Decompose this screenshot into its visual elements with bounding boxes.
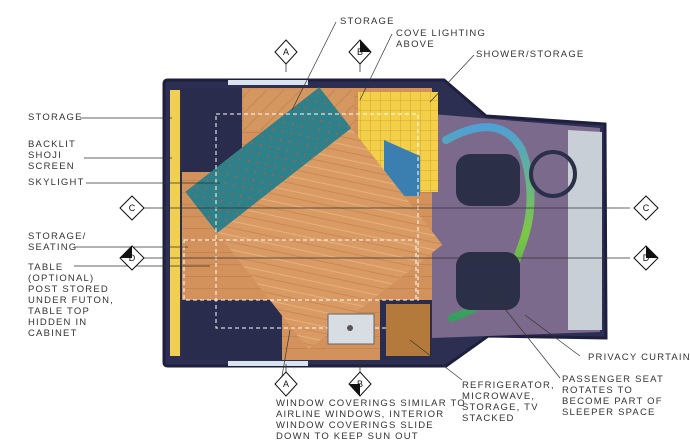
futon-mattress [185, 87, 352, 233]
steering-wheel [529, 150, 577, 198]
backlit-shoji-screen [170, 90, 180, 356]
section-marker-a-bottom: A [274, 371, 298, 397]
svg-text:B: B [357, 379, 363, 389]
label-privacy-curtain: PRIVACY CURTAIN [588, 352, 690, 363]
label-storage-left: STORAGE [28, 112, 83, 123]
futon-wood [216, 126, 443, 350]
label-refrigerator: REFRIGERATOR, MICROWAVE, STORAGE, TV STA… [462, 380, 555, 424]
section-marker-c-right: C [633, 195, 659, 221]
label-shower-storage: SHOWER/STORAGE [476, 49, 585, 60]
window-top [228, 80, 308, 85]
table-outline [215, 113, 419, 329]
svg-text:A: A [283, 47, 289, 57]
label-passenger-seat: PASSENGER SEAT ROTATES TO BECOME PART OF… [562, 374, 664, 418]
window-bottom [228, 361, 308, 366]
svg-text:D: D [643, 253, 650, 263]
refrigerator-cabinet [386, 304, 430, 356]
label-cove-lighting: COVE LIGHTING ABOVE [396, 28, 487, 50]
passenger-seat [456, 252, 520, 310]
label-storage-seating: STORAGE/ SEATING [28, 231, 87, 253]
section-marker-b-bottom: B [348, 371, 372, 397]
section-marker-d-right: D [633, 245, 659, 271]
svg-text:C: C [643, 203, 650, 213]
label-backlit-shoji-screen: BACKLIT SHOJI SCREEN [28, 139, 76, 172]
section-marker-b-top: B [348, 39, 372, 65]
section-marker-a-top: A [274, 39, 298, 65]
svg-text:B: B [357, 47, 363, 57]
svg-text:C: C [129, 203, 136, 213]
driver-seat [456, 154, 520, 206]
label-window-coverings: WINDOW COVERINGS SIMILAR TO AIRLINE WIND… [276, 398, 466, 442]
label-skylight: SKYLIGHT [28, 177, 85, 188]
windshield [568, 130, 602, 330]
svg-text:A: A [283, 379, 289, 389]
section-marker-d-left: D [119, 245, 145, 271]
section-marker-c-left: C [119, 195, 145, 221]
label-table: TABLE (OPTIONAL) POST STORED UNDER FUTON… [28, 262, 115, 339]
label-storage-top: STORAGE [340, 16, 395, 27]
svg-text:D: D [129, 253, 136, 263]
